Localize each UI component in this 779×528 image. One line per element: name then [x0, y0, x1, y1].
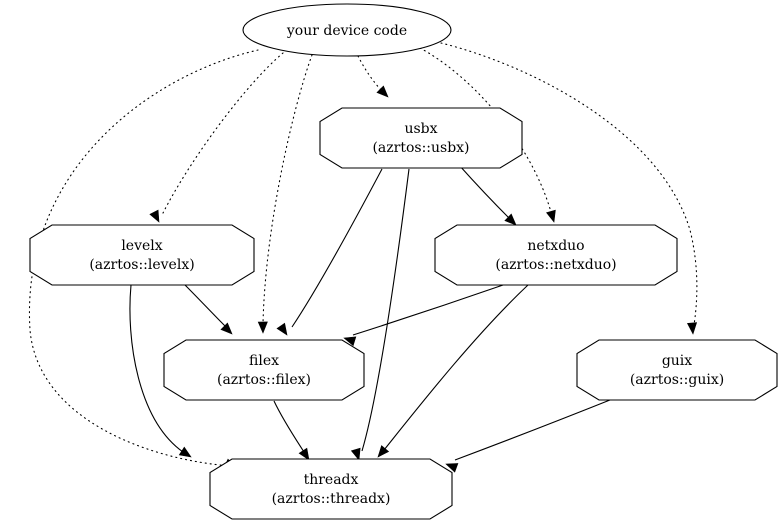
node-label-secondary: (azrtos::threadx)	[272, 491, 391, 507]
edge-arrowhead	[178, 446, 192, 458]
node-filex[interactable]: filex(azrtos::filex)	[163, 339, 365, 401]
edge-line	[440, 42, 698, 326]
edge-arrowhead	[376, 85, 389, 98]
edge-line	[458, 164, 510, 219]
edge-arrowhead	[445, 463, 459, 473]
node-label-secondary: (azrtos::netxduo)	[495, 257, 616, 273]
node-label-primary: usbx	[404, 121, 437, 137]
edge-device-to-usbx	[357, 55, 389, 98]
edge-line	[129, 284, 184, 453]
edge-line	[454, 395, 621, 461]
edge-line	[352, 283, 507, 336]
edge-arrowhead	[257, 321, 268, 334]
edge-device-to-guix	[440, 42, 698, 335]
edge-arrowhead	[149, 209, 160, 223]
edge-device-to-levelx	[149, 52, 284, 223]
edge-guix-to-threadx	[445, 395, 621, 473]
edge-usbx-to-threadx	[350, 168, 410, 461]
node-label-secondary: (azrtos::filex)	[217, 372, 311, 388]
node-shape-octagon	[209, 458, 453, 520]
edge-arrowhead	[220, 322, 233, 335]
edge-arrowhead	[377, 445, 390, 458]
node-shape-octagon	[319, 107, 523, 169]
edge-arrowhead	[343, 336, 357, 347]
edge-arrowhead	[686, 322, 698, 335]
edge-arrowhead	[298, 447, 310, 461]
node-levelx[interactable]: levelx(azrtos::levelx)	[29, 224, 255, 286]
edge-line	[361, 168, 410, 452]
node-netxduo[interactable]: netxduo(azrtos::netxduo)	[434, 224, 678, 286]
node-threadx[interactable]: threadx(azrtos::threadx)	[209, 458, 453, 520]
edge-arrowhead	[350, 447, 361, 461]
edge-line	[273, 400, 305, 453]
node-label-primary: your device code	[286, 23, 407, 39]
edge-levelx-to-filex	[184, 284, 233, 335]
node-label-secondary: (azrtos::guix)	[630, 372, 724, 388]
edge-line	[357, 55, 382, 91]
edge-line	[162, 52, 284, 214]
edge-filex-to-threadx	[273, 400, 310, 461]
edge-usbx-to-filex	[276, 168, 383, 336]
edge-line	[28, 49, 259, 467]
edge-levelx-to-threadx	[129, 284, 192, 458]
node-usbx[interactable]: usbx(azrtos::usbx)	[319, 107, 523, 169]
node-label-primary: netxduo	[527, 238, 584, 254]
node-label-primary: threadx	[304, 472, 359, 488]
edge-netxduo-to-filex	[343, 283, 507, 347]
node-shape-octagon	[576, 339, 778, 401]
nodes-layer: your device codeusbx(azrtos::usbx)levelx…	[29, 3, 778, 520]
node-label-primary: levelx	[121, 238, 162, 254]
node-label-secondary: (azrtos::usbx)	[372, 140, 469, 156]
edge-line	[262, 54, 313, 325]
node-label-primary: filex	[249, 353, 279, 369]
edge-line	[291, 168, 383, 328]
node-shape-octagon	[434, 224, 678, 286]
node-shape-octagon	[29, 224, 255, 286]
node-label-secondary: (azrtos::levelx)	[89, 257, 194, 273]
node-device[interactable]: your device code	[242, 3, 452, 57]
edge-arrowhead	[546, 209, 556, 223]
edge-netxduo-to-threadx	[377, 284, 529, 458]
node-shape-ellipse	[242, 3, 452, 57]
node-guix[interactable]: guix(azrtos::guix)	[576, 339, 778, 401]
edge-line	[383, 284, 529, 451]
edge-usbx-to-netxduo	[458, 164, 517, 226]
edge-line	[184, 284, 227, 328]
edge-arrowhead	[276, 322, 288, 336]
node-label-primary: guix	[662, 353, 692, 369]
edge-arrowhead	[504, 213, 517, 226]
edge-device-to-filex	[257, 54, 313, 334]
node-shape-octagon	[163, 339, 365, 401]
